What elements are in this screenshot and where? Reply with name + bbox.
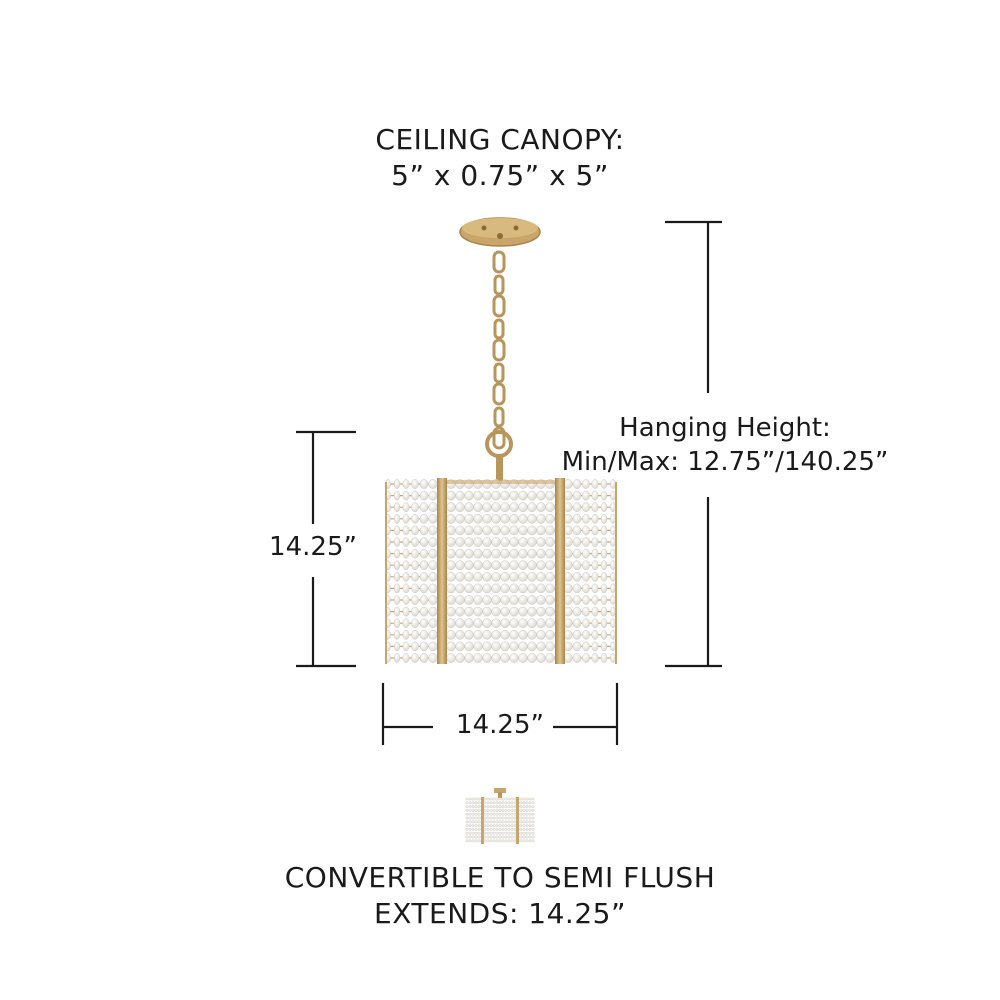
chain	[492, 250, 506, 450]
fixture-height-value: 14.25”	[269, 532, 357, 562]
hanging-height-values: Min/Max: 12.75”/140.25”	[561, 447, 889, 477]
semi-flush-extends: EXTENDS: 14.25”	[374, 897, 626, 930]
semi-flush-title: CONVERTIBLE TO SEMI FLUSH	[284, 861, 716, 894]
bead-strands	[385, 479, 617, 664]
left-brass-bar	[437, 478, 447, 664]
hanging-height-label: Hanging Height:	[619, 413, 831, 443]
fixture-width-value: 14.25”	[456, 710, 544, 740]
canopy-dimensions: 5” x 0.75” x 5”	[391, 159, 609, 192]
right-brass-bar	[555, 478, 565, 664]
canopy-title: CEILING CANOPY:	[375, 123, 625, 156]
